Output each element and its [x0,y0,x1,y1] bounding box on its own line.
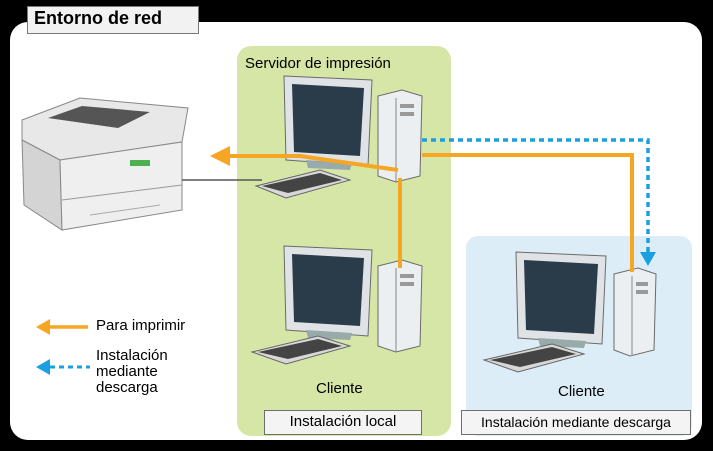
server-label: Servidor de impresión [245,55,391,72]
legend-download-arrow [36,359,90,375]
download-client-label: Cliente [558,383,605,400]
legend-download-label: Instalación mediante descarga [96,347,168,396]
print-arrow-to-printer [230,154,399,172]
download-installation-label: Instalación mediante descarga [461,410,691,435]
legend-print-label: Para imprimir [96,317,186,334]
server-computer-icon [254,75,423,199]
printer-icon [21,97,189,231]
legend-print-arrow [36,319,88,335]
print-arrows [210,146,634,272]
download-arrow [422,138,656,266]
download-client-computer-icon [482,251,657,373]
local-client-label: Cliente [316,380,363,397]
local-installation-label: Instalación local [264,410,422,435]
print-line-download-client [422,153,634,272]
diagram-title: Entorno de red [34,8,163,28]
title-tab [27,6,199,34]
local-client-computer-icon [250,245,423,365]
print-arrowhead [210,146,230,166]
